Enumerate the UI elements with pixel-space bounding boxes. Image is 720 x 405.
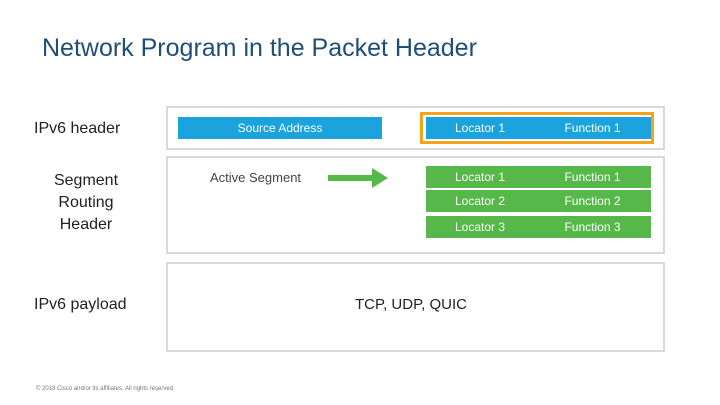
srh-label: Segment Routing Header [40,170,132,236]
segment-1-locator: Locator 1 [426,166,534,188]
active-segment-arrow [328,168,388,188]
segment-2-locator: Locator 2 [426,190,534,212]
payload-panel [166,262,665,352]
ipv6-payload-label: IPv6 payload [34,296,127,313]
source-address-cell: Source Address [178,117,382,139]
ipv6-header-panel [166,106,665,150]
srh-panel [166,156,665,254]
srh-label-line3: Header [59,216,113,233]
highlight-frame [420,112,654,144]
header-locator-cell: Locator 1 [426,117,534,139]
segment-2-function: Function 2 [534,190,651,212]
copyright-footer: © 2018 Cisco and/or its affiliates. All … [36,386,175,392]
header-function-cell: Function 1 [534,117,651,139]
payload-text: TCP, UDP, QUIC [355,296,467,313]
ipv6-header-label: IPv6 header [34,120,121,137]
srh-label-line1: Segment [53,172,119,189]
segment-3-locator: Locator 3 [426,216,534,238]
segment-3-function: Function 3 [534,216,651,238]
slide-title: Network Program in the Packet Header [42,34,477,62]
segment-1-function: Function 1 [534,166,651,188]
active-segment-label: Active Segment [210,170,302,185]
srh-label-line2: Routing [58,194,114,211]
